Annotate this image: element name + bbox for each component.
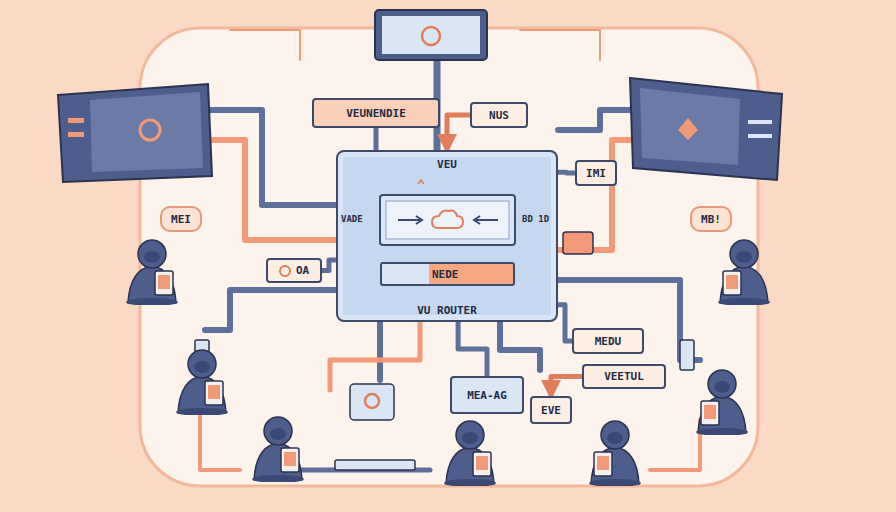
art-shape (330, 322, 420, 390)
art-shape (140, 120, 160, 140)
art-shape (678, 118, 698, 140)
art-shape (640, 88, 740, 165)
art-shape (205, 140, 336, 240)
node-text: VEUNENDIE (346, 107, 406, 120)
art-shape (252, 417, 304, 483)
art-shape (474, 216, 480, 224)
art-shape (205, 290, 336, 330)
art-shape (432, 211, 463, 228)
art-shape (68, 118, 84, 123)
connector (447, 115, 470, 150)
art-shape (680, 340, 694, 370)
node-text: NUS (489, 109, 509, 122)
node-text: VEETUL (604, 370, 644, 383)
pipes (200, 30, 700, 470)
node-text: NEDE (432, 268, 459, 281)
connector (322, 260, 336, 270)
art-shape (650, 420, 700, 470)
component-box: EVE (530, 396, 572, 424)
art-shape (335, 460, 415, 470)
art-shape (200, 410, 240, 470)
component-box: MEDU (572, 328, 644, 354)
art-shape (589, 421, 641, 487)
art-shape (398, 219, 420, 221)
connector (558, 170, 575, 176)
art-shape (520, 30, 600, 60)
top-monitor (375, 10, 487, 60)
left-monitor (58, 84, 212, 182)
art-shape (416, 216, 422, 224)
art-shape (630, 78, 782, 180)
art-shape (377, 322, 383, 380)
router-screen (338, 152, 556, 320)
component-box: VEUNENDIE (312, 98, 440, 128)
art-shape (375, 10, 487, 60)
art-shape (558, 110, 632, 130)
component-box: IMI (575, 160, 617, 186)
connector (558, 305, 572, 341)
art-shape (350, 384, 394, 420)
art-shape (748, 120, 772, 124)
art-shape (126, 240, 178, 306)
connector (458, 322, 487, 376)
art-shape (422, 27, 440, 45)
node-text: VU ROUTER (417, 304, 477, 317)
art-shape (558, 280, 700, 360)
node-text: OA (296, 264, 309, 277)
art-shape (444, 421, 496, 487)
component-box: NUS (470, 102, 528, 128)
art-shape (476, 219, 498, 221)
art-shape (748, 134, 772, 138)
node-text: MB! (701, 213, 721, 226)
speech-bubble: MB! (690, 206, 732, 232)
art-shape (58, 84, 212, 182)
node-text: MEI (171, 213, 191, 226)
art-shape (418, 180, 424, 184)
router-bar: NEDE (380, 262, 515, 286)
art-shape (176, 350, 228, 416)
art-shape (380, 195, 515, 245)
art-shape (696, 370, 748, 436)
node-icon (279, 265, 291, 277)
art-shape (365, 394, 379, 408)
component-box: OA (266, 258, 322, 283)
node-text: IMI (586, 167, 606, 180)
art-shape (68, 132, 84, 137)
node-text: MEDU (595, 335, 622, 348)
art-shape (386, 201, 509, 239)
people (126, 240, 770, 487)
node-text: MEA-AG (467, 389, 507, 402)
art-shape (382, 16, 480, 54)
art-shape (230, 30, 300, 60)
frame-panel (140, 28, 758, 486)
art-shape (563, 232, 593, 254)
router-box: VEU VU ROUTER NEDE (336, 150, 558, 322)
art-shape (718, 240, 770, 306)
component-box: VEETUL (582, 364, 666, 389)
right-monitor (630, 78, 782, 180)
art-shape (90, 92, 203, 172)
connector (551, 377, 582, 397)
speech-bubble: MEI (160, 206, 202, 232)
node-text: EVE (541, 404, 561, 417)
node-text: VEU (437, 158, 457, 171)
component-box: MEA-AG (450, 376, 524, 414)
art-shape (500, 322, 540, 370)
